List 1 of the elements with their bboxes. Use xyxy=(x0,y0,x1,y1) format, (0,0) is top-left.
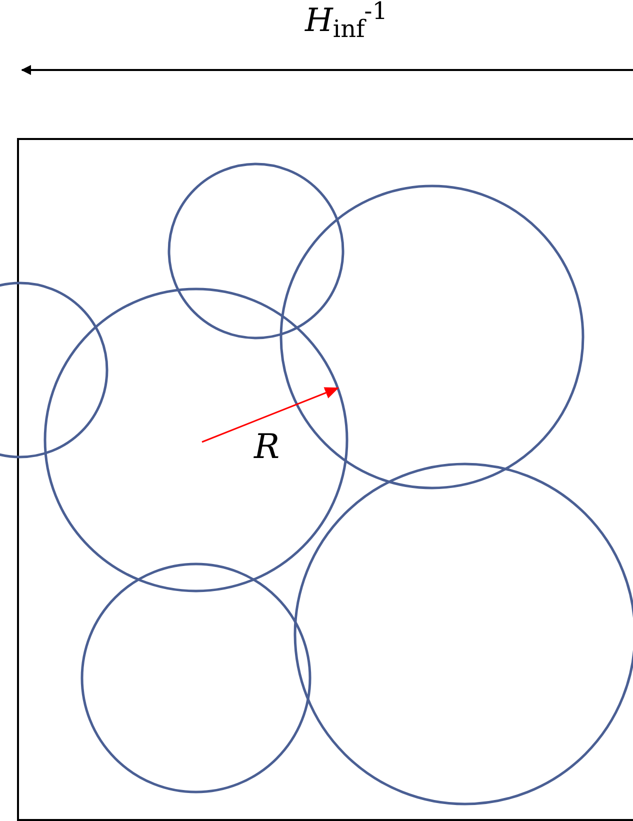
radius-label: R xyxy=(254,430,280,464)
